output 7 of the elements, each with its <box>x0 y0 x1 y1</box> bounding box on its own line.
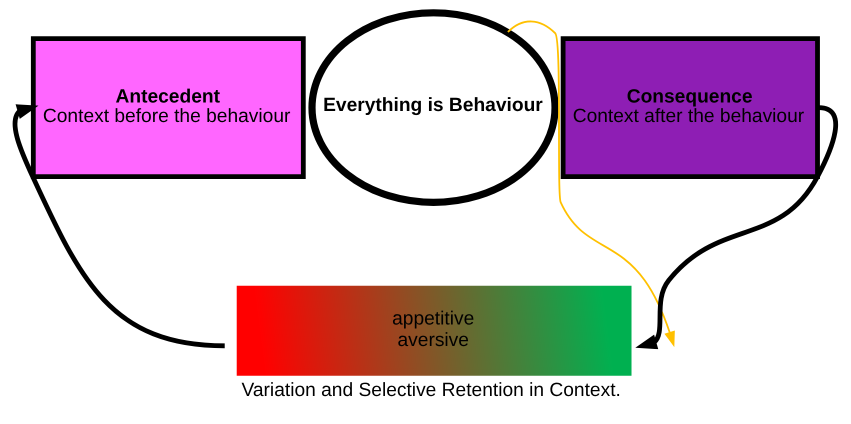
node-box: Consequence Context after the behaviour <box>560 36 820 179</box>
node-ellipse: Everything is Behaviour <box>308 9 559 206</box>
arrow <box>12 104 225 348</box>
arrow <box>507 20 675 348</box>
node-box: Antecedent Context before the behaviour <box>30 36 306 179</box>
node-box: appetitive aversive <box>236 286 632 376</box>
node-label: Variation and Selective Retention in Context. <box>242 380 621 401</box>
